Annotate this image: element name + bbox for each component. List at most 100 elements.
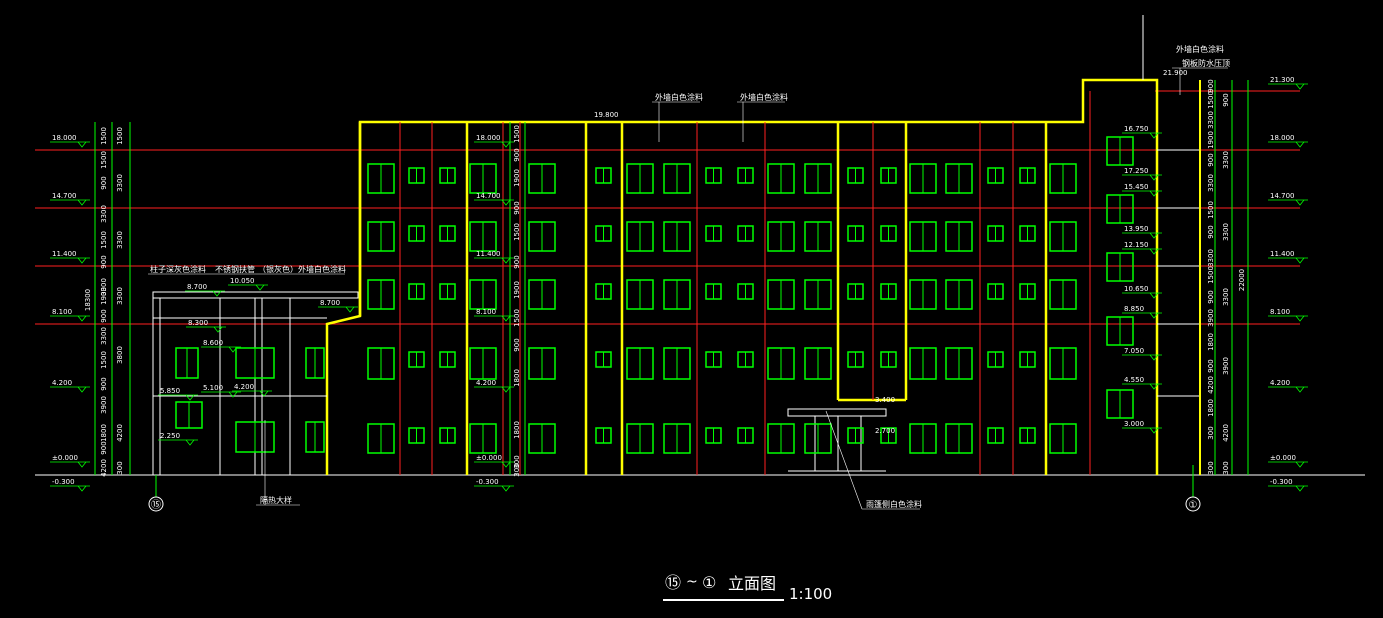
title-sep: ~ — [686, 574, 698, 590]
dim-right: 1500 — [1207, 201, 1215, 219]
grid-axis-15: ⑮ — [151, 499, 161, 511]
windows — [175, 136, 1134, 454]
canopy-level-bottom: 2.700 — [875, 427, 895, 435]
canopy-level-top: 3.400 — [875, 396, 895, 404]
dim-left: 1800 — [100, 424, 108, 442]
note-gray-color: （银灰色） — [258, 264, 298, 274]
level-annex: 5.850 — [160, 387, 180, 395]
level-annex: 8.300 — [188, 319, 208, 327]
dim-mid: 900 — [513, 255, 521, 268]
dim-right: 900 — [1207, 79, 1215, 92]
dim-left: 900 — [100, 441, 108, 454]
dim-mid: 1500 — [513, 125, 521, 143]
dim-right: 1900 — [1207, 131, 1215, 149]
level-stair: 16.750 — [1124, 125, 1149, 133]
dim-left: 1500 — [100, 151, 108, 169]
dim-left: 1500 — [100, 127, 108, 145]
dimension-texts: 1500150090033001500900330019009003300150… — [84, 79, 1246, 477]
dim-mid: 900 — [513, 338, 521, 351]
right-dimension-chain — [1214, 80, 1249, 475]
level-annex: 8.700 — [187, 283, 207, 291]
dim-left: 900 — [100, 377, 108, 390]
dim-left-2: 3800 — [116, 346, 124, 364]
dim-mid: 1800 — [513, 421, 521, 439]
dim-mid: 1900 — [513, 169, 521, 187]
dim-left: 1500 — [100, 231, 108, 249]
level-mid: -0.300 — [476, 478, 499, 486]
title-name: 立面图 — [728, 574, 776, 593]
roof-level-main: 19.800 — [594, 111, 619, 119]
dim-mid: 1500 — [513, 309, 521, 327]
dim-total-right: 22000 — [1238, 269, 1246, 291]
entrance-canopy — [787, 408, 887, 472]
level-right: ±0.000 — [1270, 454, 1296, 462]
dim-total-left: 18300 — [84, 289, 92, 311]
dim-mid: 300 — [513, 463, 521, 476]
dim-mid: 900 — [513, 201, 521, 214]
dim-right: 1800 — [1207, 399, 1215, 417]
level-left: 8.100 — [52, 308, 72, 316]
dim-left: 900 — [100, 309, 108, 322]
grid-axis-1: ① — [1189, 500, 1198, 511]
level-mid: 4.200 — [476, 379, 496, 387]
dim-right-2: 900 — [1222, 93, 1230, 106]
dim-mid: 1800 — [513, 369, 521, 387]
note-exterior-annex: 外墙白色涂料 — [298, 264, 346, 274]
annotations: 外墙白色涂料 外墙白色涂料 外墙白色涂料 钢板防水压顶 柱子深灰色涂料 不锈钢扶… — [150, 44, 1230, 509]
level-right: 18.000 — [1270, 134, 1295, 142]
leader-lines — [148, 67, 1228, 510]
note-sunshade: 隔热大样 — [260, 495, 292, 505]
level-mid: 11.400 — [476, 250, 501, 258]
title-grid-from: ⑮ — [665, 573, 681, 592]
level-left: 18.000 — [52, 134, 77, 142]
level-stair: 12.150 — [1124, 241, 1149, 249]
dim-right: 1800 — [1207, 333, 1215, 351]
level-annex: 4.200 — [234, 383, 254, 391]
pilasters — [399, 91, 1091, 475]
floor-lines — [35, 90, 1300, 325]
left-dimension-chain — [94, 122, 131, 475]
dim-left: 900 — [100, 176, 108, 189]
level-right: -0.300 — [1270, 478, 1293, 486]
mid-dimension-chain — [509, 122, 526, 475]
note-stair-top-2: 钢板防水压顶 — [1182, 58, 1230, 68]
dim-left-2: 1500 — [116, 127, 124, 145]
dim-right: 300 — [1207, 461, 1215, 474]
dim-left: 3900 — [100, 396, 108, 414]
main-building-outline — [325, 78, 1159, 475]
level-left: 14.700 — [52, 192, 77, 200]
dim-right: 900 — [1207, 290, 1215, 303]
dim-left-2: 300 — [116, 461, 124, 474]
level-right: 4.200 — [1270, 379, 1290, 387]
dim-right-2: 4200 — [1222, 424, 1230, 442]
dim-right-2: 300 — [1222, 461, 1230, 474]
dim-right: 3300 — [1207, 249, 1215, 267]
grid-axis-15-bubble — [148, 496, 164, 512]
dim-right: 3300 — [1207, 174, 1215, 192]
dim-right: 4200 — [1207, 376, 1215, 394]
level-left: -0.300 — [52, 478, 75, 486]
note-steel-rail: 不锈钢扶管 — [215, 264, 255, 274]
note-entrance: 雨篷侧白色涂料 — [866, 499, 922, 509]
dim-left: 4200 — [100, 459, 108, 477]
dim-left: 3300 — [100, 205, 108, 223]
dim-right-2: 3300 — [1222, 223, 1230, 241]
note-col-paint: 柱子深灰色涂料 — [150, 264, 206, 274]
dim-right: 900 — [1207, 153, 1215, 166]
level-mid: 8.100 — [476, 308, 496, 316]
dim-right-2: 3300 — [1222, 151, 1230, 169]
dim-right: 3900 — [1207, 309, 1215, 327]
level-left: ±0.000 — [52, 454, 78, 462]
level-stair: 13.950 — [1124, 225, 1149, 233]
dim-right-2: 3300 — [1222, 288, 1230, 306]
drawing-title: ⑮ ~ ① 立面图 1:100 — [663, 573, 832, 603]
dim-right: 1500 — [1207, 266, 1215, 284]
dim-right-2: 3900 — [1222, 357, 1230, 375]
level-right: 14.700 — [1270, 192, 1295, 200]
dim-right: 300 — [1207, 426, 1215, 439]
level-right: 11.400 — [1270, 250, 1295, 258]
dim-left: 3300 — [100, 327, 108, 345]
level-left: 4.200 — [52, 379, 72, 387]
dim-mid: 300 — [513, 455, 521, 468]
